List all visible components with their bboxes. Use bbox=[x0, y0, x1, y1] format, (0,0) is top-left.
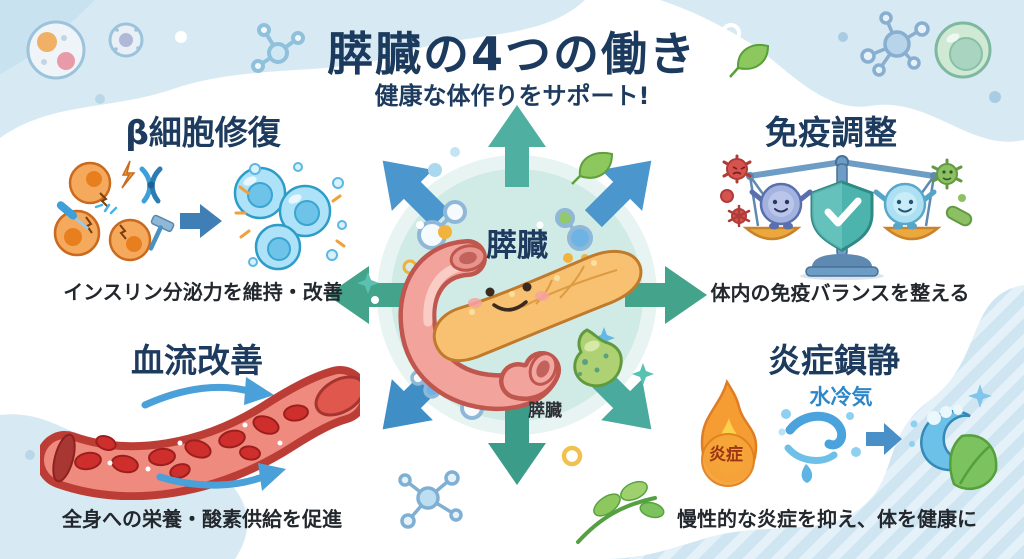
dot-bottom-left bbox=[25, 450, 35, 460]
sparkle-icon bbox=[968, 384, 992, 408]
heading-inflammation: 炎症鎮静 bbox=[768, 341, 900, 380]
caption-blood-flow: 全身への栄養・酸素供給を促進 bbox=[62, 507, 342, 531]
ring-decoration-top-right bbox=[721, 23, 1001, 103]
water-splash-icon bbox=[778, 409, 861, 483]
immune-cell-right bbox=[873, 182, 937, 230]
caption-beta-cell-repair: インスリン分泌力を維持・改善 bbox=[63, 280, 343, 304]
blood-flow-illustration bbox=[40, 366, 360, 500]
caption-immune-regulation: 体内の免疫バランスを整える bbox=[710, 281, 970, 305]
cell-decoration-top-left bbox=[26, 20, 187, 104]
heading-blood-flow: 血流改善 bbox=[131, 341, 263, 380]
shield-check-icon bbox=[810, 180, 874, 252]
repair-arrow-icon bbox=[180, 204, 222, 238]
leaf-icon-hub bbox=[578, 152, 614, 179]
flame-icon bbox=[700, 378, 758, 487]
corner-blob-top-left bbox=[0, 0, 585, 138]
corner-blob-top-right bbox=[660, 0, 1024, 142]
microbe-icons-right bbox=[931, 158, 973, 227]
healthy-cells bbox=[233, 162, 347, 271]
pancreas-caption: 膵臓 bbox=[528, 401, 562, 421]
sprig-icon-bottom-center bbox=[576, 480, 665, 544]
flow-arrows bbox=[141, 377, 286, 491]
bubble-cell-icon-top-right bbox=[934, 21, 992, 79]
page-title: 膵臓の4つの働き bbox=[326, 27, 697, 81]
heading-immune-regulation: 免疫調整 bbox=[765, 113, 897, 152]
beta-cell-repair-illustration bbox=[53, 160, 347, 271]
inflammation-illustration bbox=[700, 378, 998, 490]
hammer-icon bbox=[148, 214, 175, 251]
pancreas-face bbox=[468, 282, 549, 312]
screwdriver-icon bbox=[56, 201, 90, 230]
stomach-illustration bbox=[573, 328, 623, 388]
flame-badge bbox=[701, 433, 755, 487]
pliers-icon bbox=[139, 166, 163, 204]
damaged-cells bbox=[53, 160, 152, 262]
pancreas-character bbox=[432, 250, 643, 401]
virus-icons-left bbox=[720, 154, 752, 228]
corner-stripes-pattern bbox=[600, 285, 1024, 559]
molecule-icon-top-right bbox=[860, 11, 930, 77]
heading-beta-cell-repair: β細胞修復 bbox=[125, 113, 281, 152]
ring-decoration-bottom-center bbox=[561, 445, 583, 467]
leaf-icon-top-right bbox=[729, 44, 770, 78]
inflammation-badge-label: 炎症 bbox=[709, 445, 743, 465]
page-subtitle: 健康な体作りをサポート! bbox=[374, 82, 650, 110]
calm-arrow-icon bbox=[866, 423, 902, 455]
molecule-icon-top-left bbox=[251, 23, 305, 73]
water-cooling-label: 水冷気 bbox=[809, 385, 873, 409]
red-blood-cells bbox=[74, 404, 309, 479]
leaf-icon-inflammation bbox=[948, 434, 998, 490]
molecule-icon-bottom-center bbox=[398, 470, 463, 529]
blood-vessel bbox=[40, 366, 360, 500]
pancreas-hub-illustration bbox=[327, 105, 707, 485]
immune-regulation-illustration bbox=[720, 154, 973, 280]
pancreas-label: 膵臓 bbox=[486, 228, 548, 264]
repair-tools-icons bbox=[56, 166, 175, 251]
caption-inflammation: 慢性的な炎症を抑え、体を健康に bbox=[677, 507, 977, 531]
immune-cell-left bbox=[749, 182, 813, 230]
